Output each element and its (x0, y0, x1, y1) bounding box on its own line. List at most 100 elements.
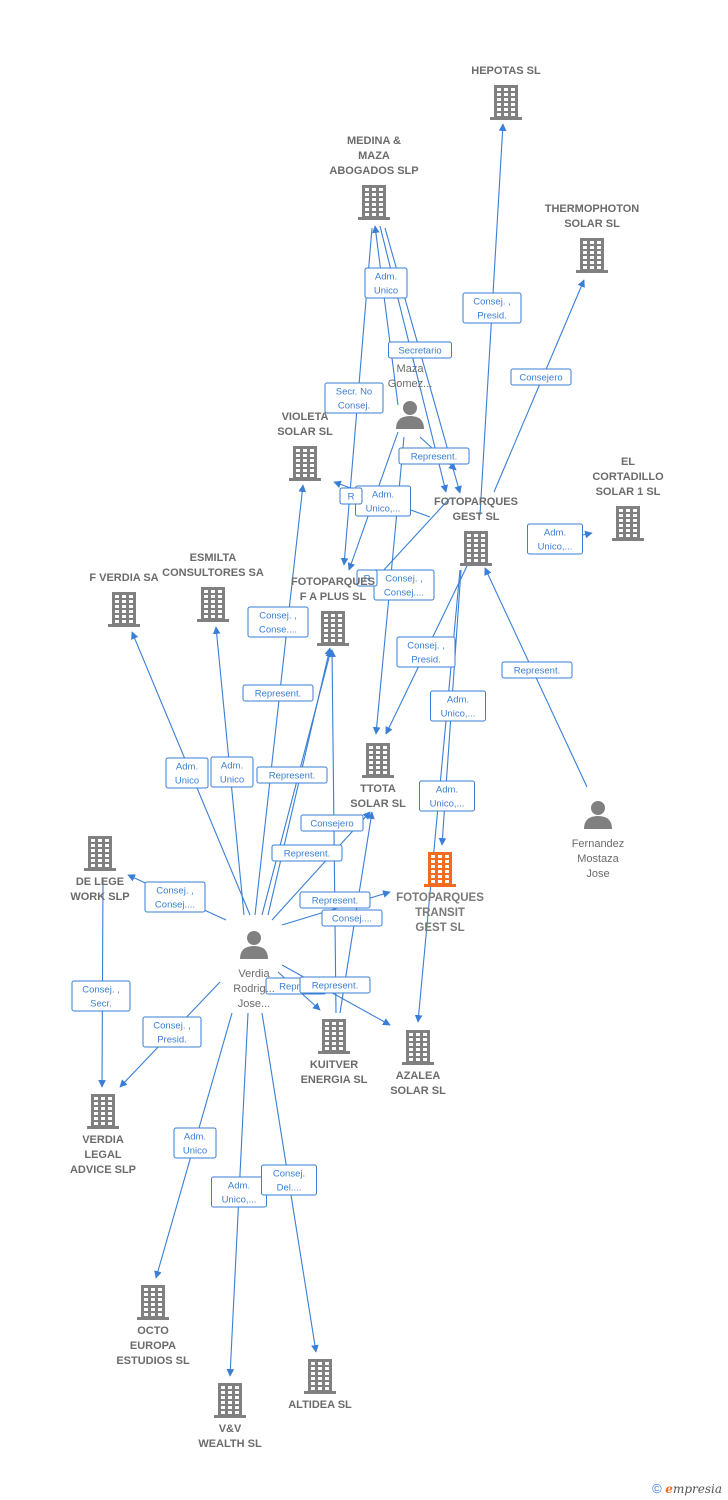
relation-label[interactable]: Consejero (510, 368, 572, 386)
node-label: WEALTH SL (198, 1438, 262, 1450)
relation-label[interactable]: Consej. ,Secr. (71, 980, 131, 1012)
relation-label[interactable]: Represent. (299, 976, 371, 994)
relation-label[interactable]: Secretario (388, 341, 452, 359)
relation-label[interactable]: Consej. , Presid. (396, 636, 456, 668)
node-label: Rodrig... (233, 983, 275, 995)
relation-label[interactable]: Consej. Del.... (261, 1164, 317, 1196)
relation-label[interactable]: Adm.Unico,... (527, 523, 583, 555)
building-icon (137, 1285, 169, 1320)
company-node-fverdia[interactable]: F VERDIA SA (89, 572, 159, 627)
person-node-verdia[interactable]: VerdiaRodrig...Jose... (233, 931, 275, 1010)
relation-label-text: Unico,... (366, 504, 401, 515)
relation-label-text: Consej. , (407, 641, 445, 652)
building-icon (317, 611, 349, 646)
node-label: Verdia (238, 968, 270, 980)
relation-label[interactable]: Consej. ,Presid. (462, 292, 522, 324)
relation-label[interactable]: Adm.Unico,... (355, 485, 411, 517)
relation-label[interactable]: Adm.Unico,... (211, 1176, 267, 1208)
relation-label-box (339, 487, 363, 505)
relation-label-box (321, 909, 383, 927)
relation-label[interactable]: Represent. (398, 447, 470, 465)
relation-label[interactable]: Consej. ,Consej.... (373, 569, 435, 601)
building-icon (318, 1019, 350, 1054)
relation-label-text: Adm. (228, 1181, 250, 1192)
node-label: V&V (219, 1423, 242, 1435)
node-label: Maza (397, 363, 425, 375)
relation-label-text: Consej. , (473, 297, 511, 308)
relation-label[interactable]: Adm.Unico (165, 757, 209, 789)
node-label: SOLAR SL (277, 426, 333, 438)
node-label: LEGAL (84, 1149, 122, 1161)
relation-label-text: Consej. , (156, 886, 194, 897)
relation-label[interactable]: Consej. ,Conse.... (247, 606, 309, 638)
relation-label[interactable]: Adm.Unico,... (419, 780, 475, 812)
company-node-vv[interactable]: V&V WEALTH SL (198, 1383, 262, 1450)
relation-label[interactable]: Adm. Unico,... (430, 690, 486, 722)
relation-label-text: Unico,... (430, 799, 465, 810)
relation-label[interactable]: Represent. (501, 661, 573, 679)
relation-label[interactable]: Represent. (256, 766, 328, 784)
relation-label[interactable]: Adm.Unico (210, 756, 254, 788)
relation-label-text: Secr. No (336, 387, 372, 398)
relation-label[interactable]: Adm.Unico (364, 267, 408, 299)
node-label: ESTUDIOS SL (116, 1355, 190, 1367)
relation-label[interactable]: R (339, 487, 363, 505)
relation-label-box (144, 881, 206, 913)
relation-label-text: Represent. (312, 896, 358, 907)
relation-label[interactable]: Consej. ,Consej.... (144, 881, 206, 913)
relation-label-text: Consej. (338, 401, 370, 412)
person-node-maza[interactable]: MazaGomez... (388, 363, 433, 429)
company-node-hepotas[interactable]: HEPOTAS SL (471, 65, 541, 120)
node-label: ADVICE SLP (70, 1164, 136, 1176)
node-label: SOLAR SL (350, 798, 406, 810)
relation-label[interactable]: Consej.... (321, 909, 383, 927)
relation-label-text: Adm. (447, 695, 469, 706)
relation-label-box (300, 814, 364, 832)
node-label: Mostaza (577, 853, 619, 865)
relation-label[interactable]: Represent. (242, 684, 314, 702)
building-icon (490, 85, 522, 120)
relation-label-text: Consej. , (385, 574, 423, 585)
relation-label[interactable]: Consej. ,Presid. (142, 1016, 202, 1048)
relation-label-text: Represent. (269, 771, 315, 782)
relation-label-text: Consej. , (153, 1021, 191, 1032)
relation-label-text: Unico,... (441, 709, 476, 720)
relation-label-text: Presid. (411, 655, 441, 666)
relation-label[interactable]: Consejero (300, 814, 364, 832)
relation-label-text: Repre... (279, 982, 313, 993)
relation-label-box (247, 606, 309, 638)
relation-label-text: Unico,... (538, 542, 573, 553)
relation-label[interactable]: Represent. (299, 891, 371, 909)
person-icon (584, 801, 612, 829)
relation-label-box (527, 523, 583, 555)
relation-label[interactable]: Adm.Unico (173, 1127, 217, 1159)
relation-label-text: Consej. (273, 1169, 305, 1180)
brand-logo[interactable]: empresia (665, 1482, 722, 1496)
building-icon (87, 1094, 119, 1129)
relation-label-text: Del.... (277, 1183, 302, 1194)
company-node-altidea[interactable]: ALTIDEA SL (288, 1359, 352, 1411)
relation-label[interactable]: R (356, 569, 378, 587)
relation-edge (493, 279, 585, 493)
relation-label[interactable]: Secr. No Consej. (324, 382, 384, 414)
relation-label[interactable]: Represent. (271, 844, 343, 862)
relation-label-text: Consejero (519, 373, 562, 384)
node-label: FOTOPARQUES (434, 496, 518, 508)
edge-labels-layer: Consej. ,Presid.ConsejeroAdm.Unico,...Re… (71, 267, 583, 1208)
